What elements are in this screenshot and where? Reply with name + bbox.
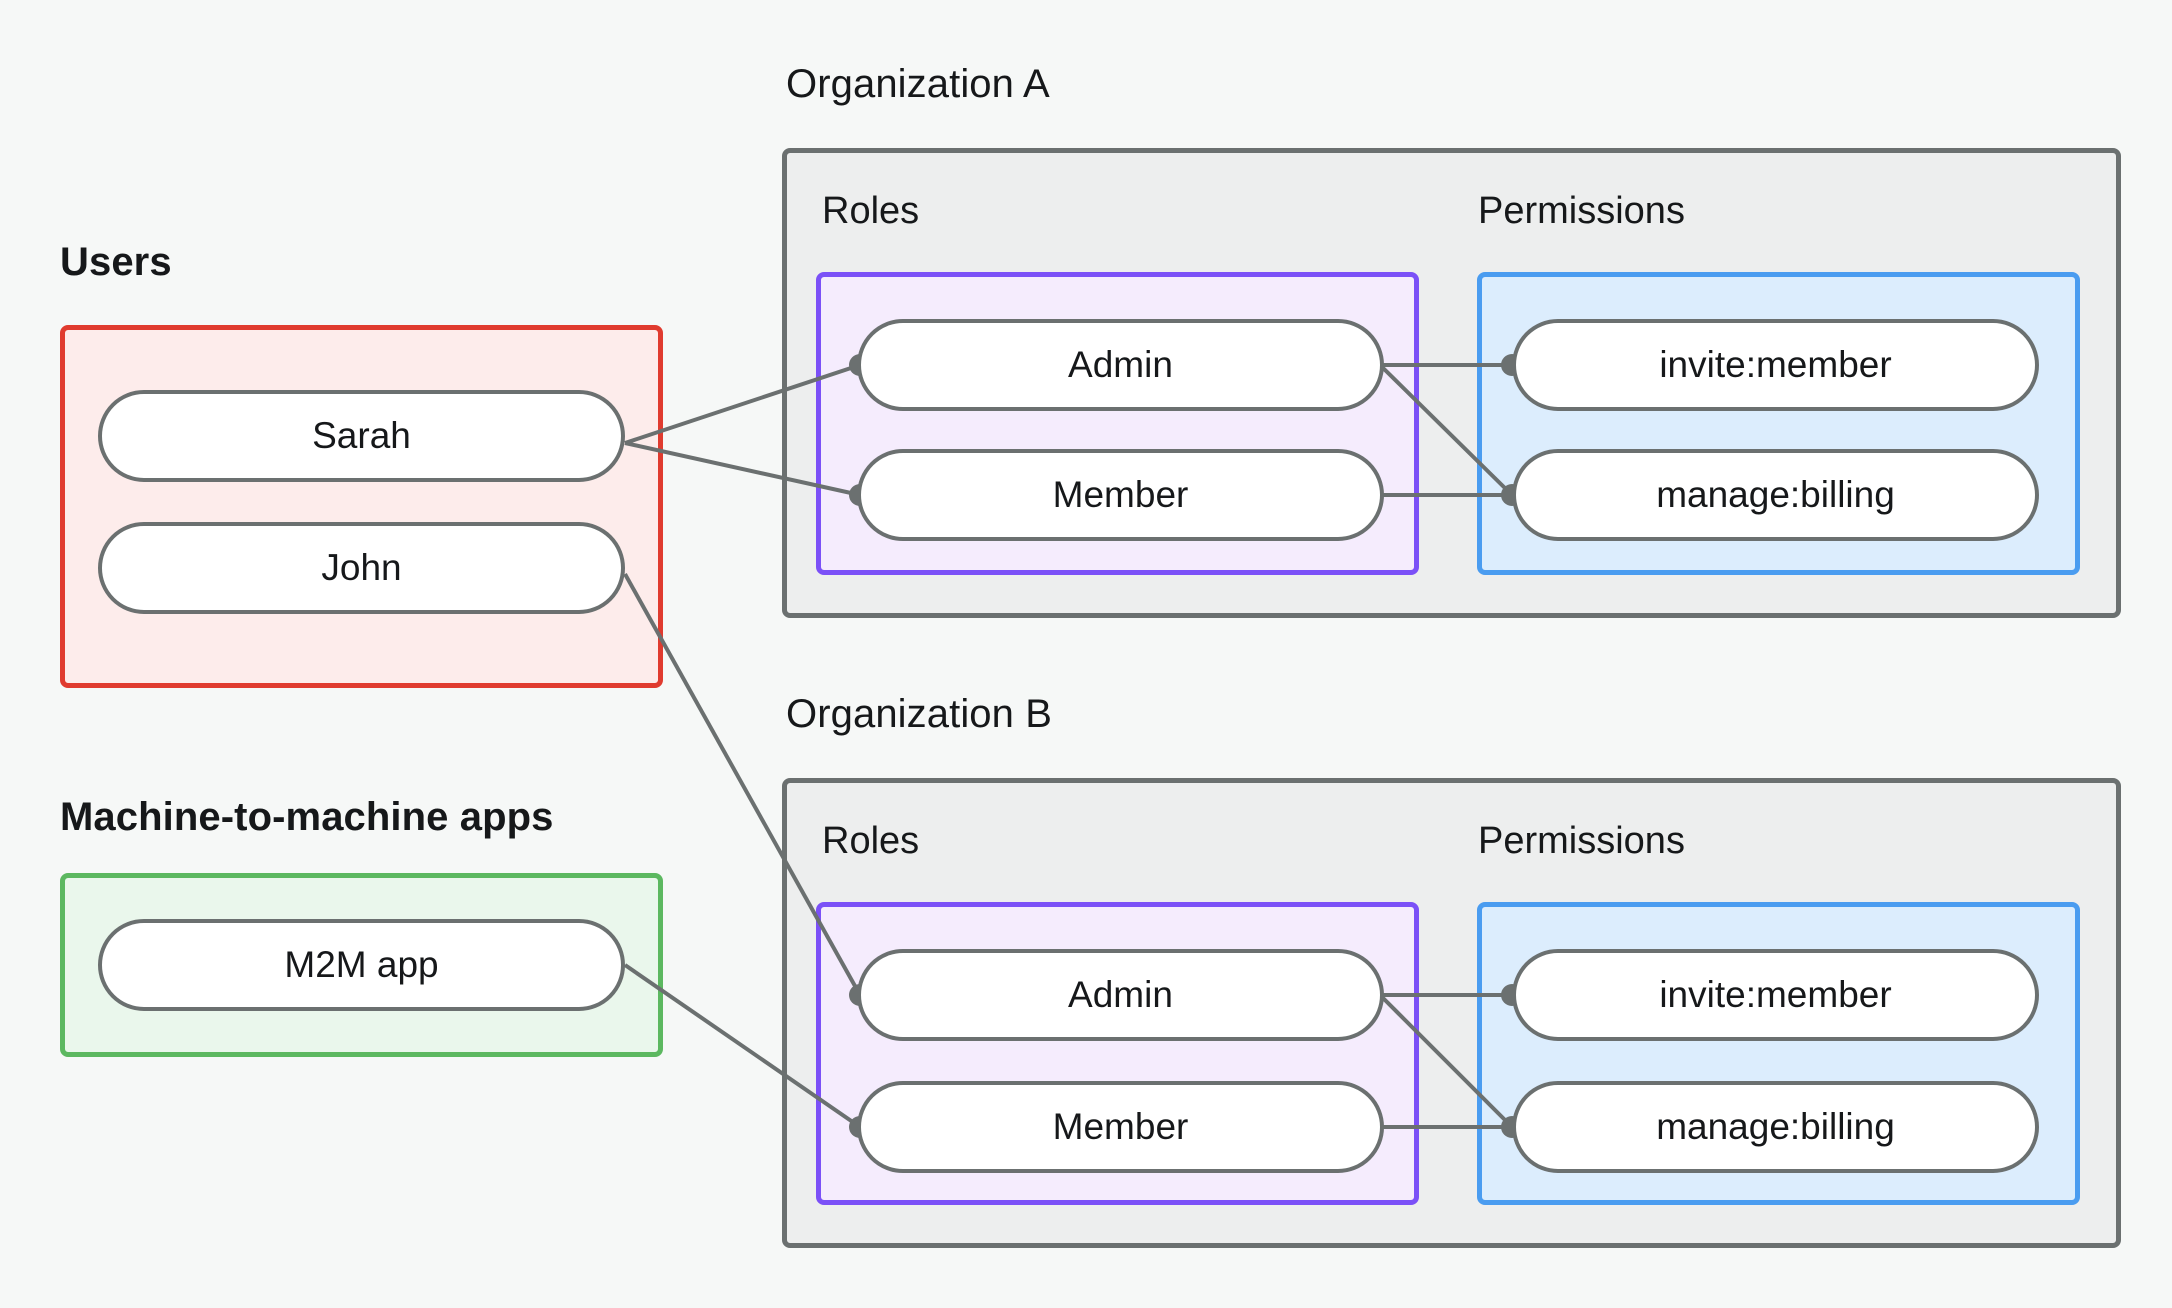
org-b-roles-label: Roles xyxy=(822,820,920,862)
org-a-role-pill-member[interactable]: Member xyxy=(857,449,1384,541)
users-container xyxy=(60,325,663,688)
org-a-permission-pill-manage-billing[interactable]: manage:billing xyxy=(1512,449,2039,541)
org-a-permission-pill-invite-member[interactable]: invite:member xyxy=(1512,319,2039,411)
org-b-title: Organization B xyxy=(786,692,1052,736)
org-b-permission-pill-invite-member[interactable]: invite:member xyxy=(1512,949,2039,1041)
org-a-title: Organization A xyxy=(786,62,1050,106)
m2m-section-title: Machine-to-machine apps xyxy=(60,795,554,839)
org-b-role-pill-admin[interactable]: Admin xyxy=(857,949,1384,1041)
org-b-role-pill-member[interactable]: Member xyxy=(857,1081,1384,1173)
org-b-permissions-label: Permissions xyxy=(1478,820,1685,862)
org-b-permission-pill-manage-billing[interactable]: manage:billing xyxy=(1512,1081,2039,1173)
user-pill-john[interactable]: John xyxy=(98,522,625,614)
user-pill-sarah[interactable]: Sarah xyxy=(98,390,625,482)
org-a-permissions-label: Permissions xyxy=(1478,190,1685,232)
org-a-roles-label: Roles xyxy=(822,190,920,232)
m2m-pill-app[interactable]: M2M app xyxy=(98,919,625,1011)
org-a-role-pill-admin[interactable]: Admin xyxy=(857,319,1384,411)
users-section-title: Users xyxy=(60,240,172,284)
